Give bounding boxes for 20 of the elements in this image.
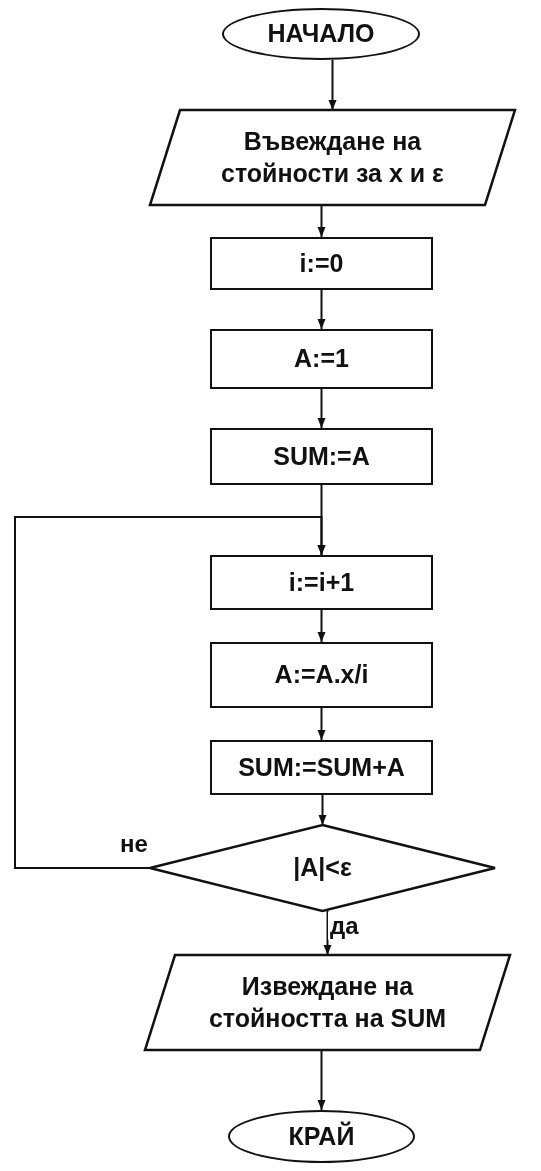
arrow	[14, 516, 326, 869]
process-box: A:=A.x/i	[210, 642, 433, 708]
process-box: i:=0	[210, 237, 433, 290]
arrow	[328, 59, 337, 111]
arrow	[323, 910, 332, 956]
edge-label: да	[328, 912, 361, 940]
terminal-oval: КРАЙ	[228, 1110, 415, 1163]
arrow	[318, 794, 327, 826]
process-box: i:=i+1	[210, 555, 433, 610]
arrow	[317, 289, 326, 330]
input-output-parallelogram: Извеждане на стойността на SUM	[145, 955, 510, 1050]
process-box: SUM:=A	[210, 428, 433, 485]
arrow	[317, 388, 326, 429]
process-box: A:=1	[210, 329, 433, 389]
process-box: SUM:=SUM+A	[210, 740, 433, 795]
decision-diamond: |A|<ε	[150, 825, 495, 911]
terminal-oval: НАЧАЛО	[222, 8, 420, 60]
arrow	[317, 609, 326, 643]
input-output-parallelogram: Въвеждане на стойности за x и ε	[150, 110, 515, 205]
arrow	[317, 707, 326, 741]
